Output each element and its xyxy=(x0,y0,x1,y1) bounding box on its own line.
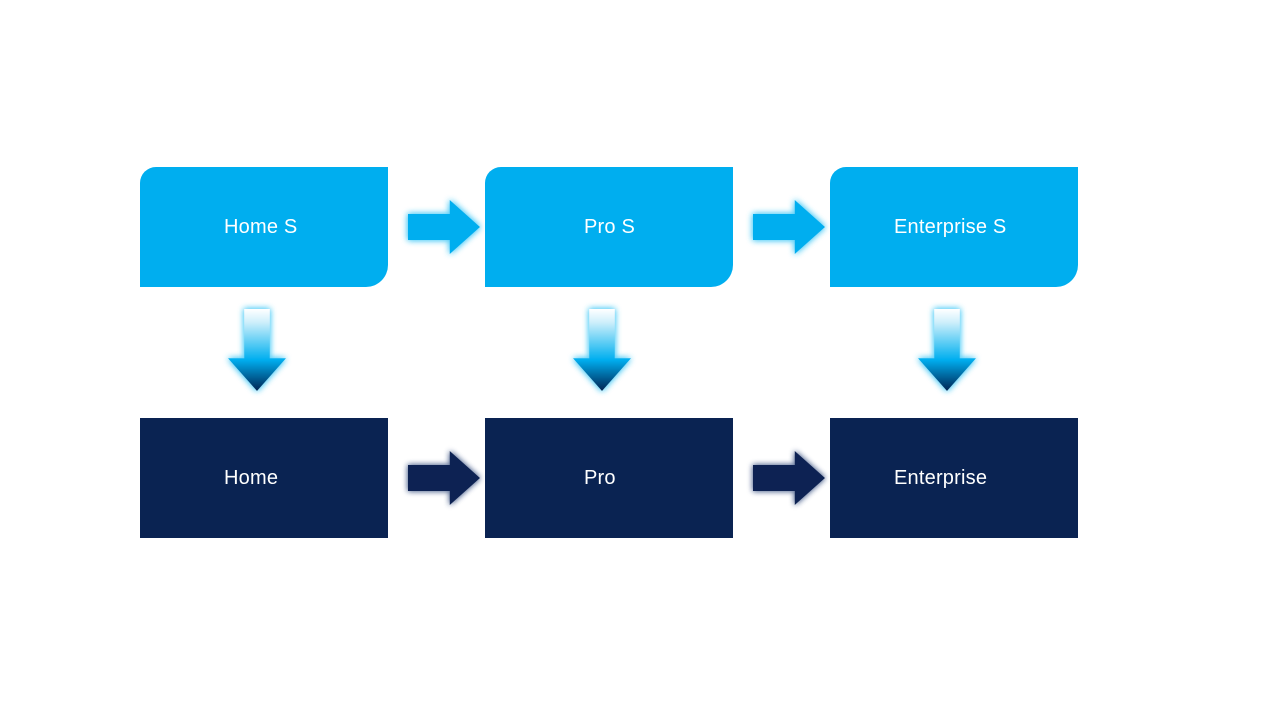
node-enterprise[interactable]: Enterprise xyxy=(830,418,1078,538)
node-label-enterprise: Enterprise xyxy=(894,467,988,489)
arrow-pro-s-to-pro xyxy=(573,309,631,391)
arrow-pro-to-enterprise xyxy=(753,451,825,505)
arrow-glyph-right-icon xyxy=(408,451,480,505)
node-label-enterprise-s: Enterprise S xyxy=(894,216,1007,238)
node-label-pro: Pro xyxy=(584,467,616,489)
node-pro[interactable]: Pro xyxy=(485,418,733,538)
arrow-home-to-pro xyxy=(408,451,480,505)
arrow-glyph-right-icon xyxy=(753,200,825,254)
arrow-pro-s-to-enterprise-s xyxy=(753,200,825,254)
node-enterprise-s[interactable]: Enterprise S xyxy=(830,167,1078,287)
node-label-home-s: Home S xyxy=(224,216,298,238)
arrow-glyph-right-icon xyxy=(753,451,825,505)
arrow-home-s-to-pro-s xyxy=(408,200,480,254)
node-label-home: Home xyxy=(224,467,279,489)
node-label-pro-s: Pro S xyxy=(584,216,636,238)
arrow-glyph-down-icon xyxy=(573,309,631,391)
arrow-glyph-down-icon xyxy=(228,309,286,391)
arrow-home-s-to-home xyxy=(228,309,286,391)
arrow-glyph-right-icon xyxy=(408,200,480,254)
arrow-glyph-down-icon xyxy=(918,309,976,391)
node-home[interactable]: Home xyxy=(140,418,388,538)
node-home-s[interactable]: Home S xyxy=(140,167,388,287)
node-pro-s[interactable]: Pro S xyxy=(485,167,733,287)
arrow-enterprise-s-to-enterprise xyxy=(918,309,976,391)
